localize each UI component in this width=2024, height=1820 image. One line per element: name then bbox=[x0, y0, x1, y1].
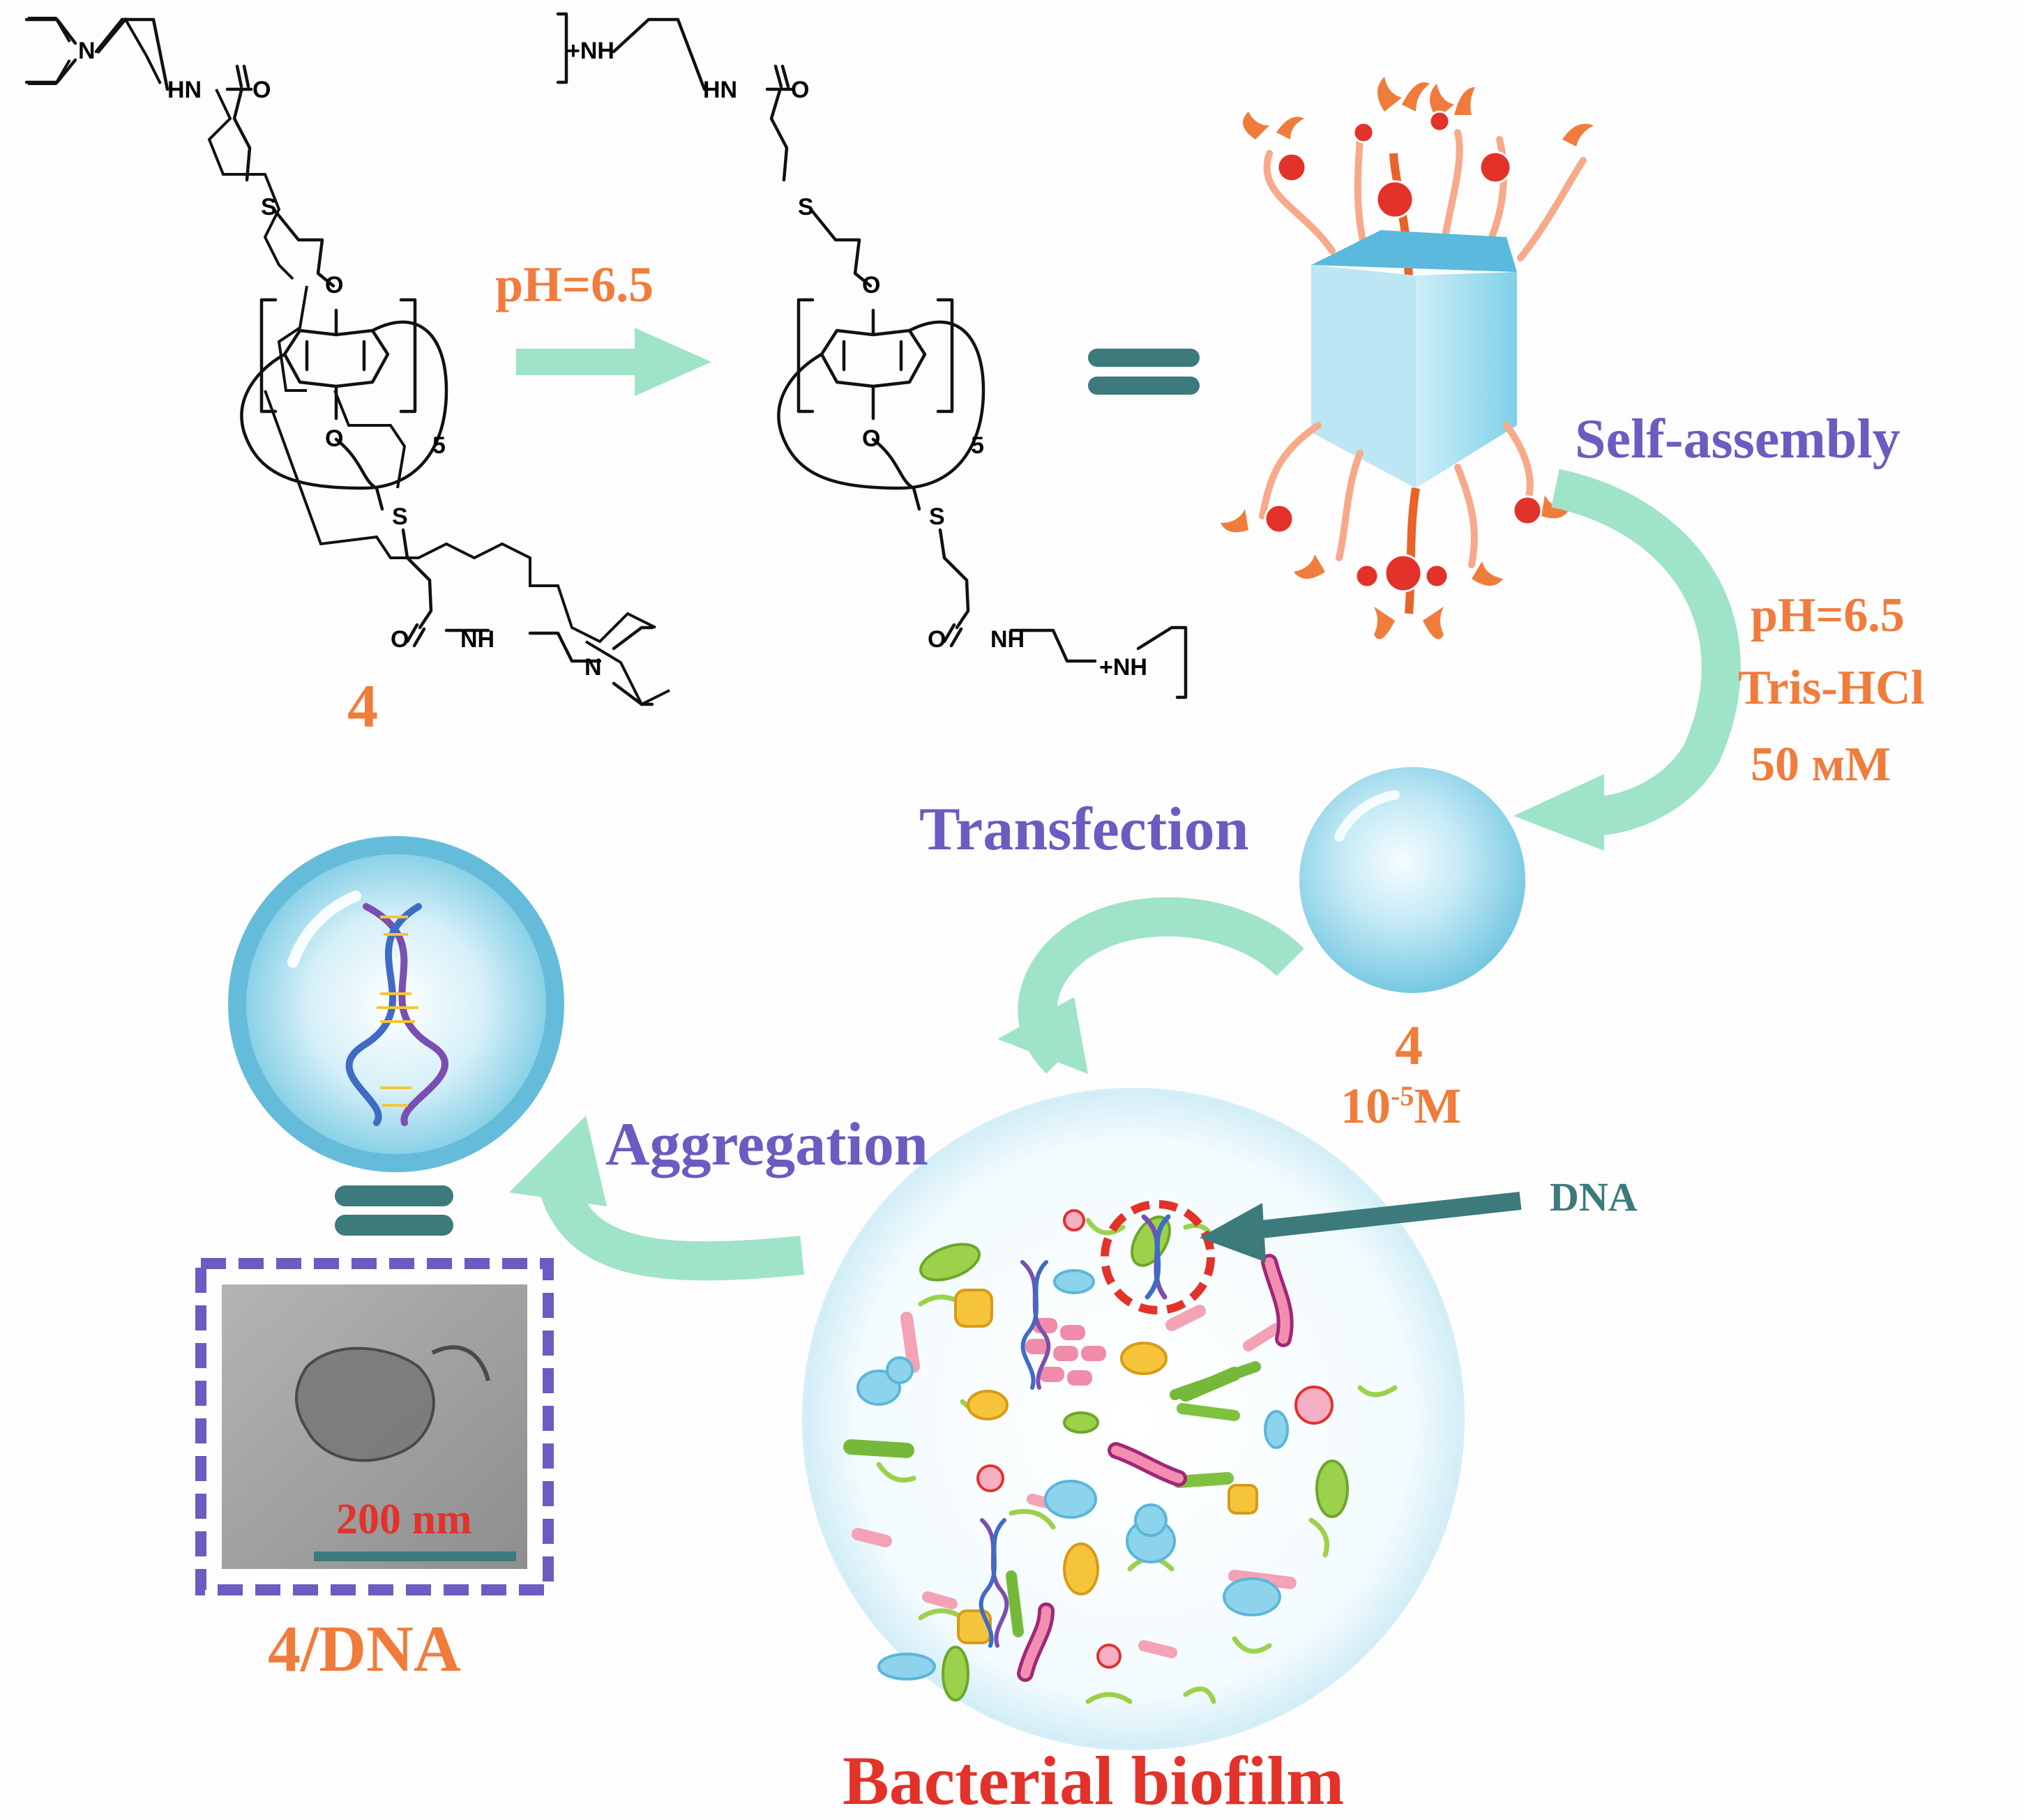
atom-n-2: N bbox=[584, 654, 602, 681]
biofilm-label: Bacterial biofilm bbox=[843, 1742, 1345, 1819]
molecule-neutral-structure bbox=[24, 17, 654, 706]
self-assembly-label: Self-assembly bbox=[1575, 409, 1901, 470]
concentration-base: 10 bbox=[1340, 1078, 1391, 1134]
tem-image bbox=[195, 1258, 554, 1595]
micelle-compound-label: 4 bbox=[1395, 1015, 1423, 1077]
atom-o-4: O bbox=[391, 626, 409, 653]
aggregation-label: Aggregation bbox=[605, 1111, 928, 1178]
dna-complex-sphere bbox=[228, 836, 564, 1172]
ph-condition-label: pH=6.5 bbox=[495, 257, 654, 312]
repeat-count-2: 5 bbox=[971, 432, 984, 459]
atom-o-6: O bbox=[862, 272, 880, 298]
tem-scale-bar-label: 200 nm bbox=[336, 1496, 472, 1543]
bacterial-biofilm bbox=[802, 1088, 1465, 1750]
condition-concentration: 50 мM bbox=[1751, 738, 1891, 791]
prism-assembly bbox=[1221, 77, 1594, 639]
atom-o-5: O bbox=[791, 77, 809, 103]
molecule-neutral bbox=[28, 17, 670, 706]
atom-n-1: N bbox=[78, 38, 96, 64]
arrow-self-assembly bbox=[1513, 469, 1741, 851]
atom-o-1: O bbox=[252, 77, 271, 103]
dna-label: DNA bbox=[1550, 1174, 1638, 1220]
atom-nh-plus-1: +NH bbox=[566, 38, 614, 64]
repeat-count-1: 5 bbox=[432, 432, 446, 459]
condition-ph: pH=6.5 bbox=[1751, 589, 1905, 642]
atom-nh-plus-2: +NH bbox=[1099, 654, 1147, 681]
atom-o-2: O bbox=[325, 272, 343, 298]
equals-sign-bottom bbox=[335, 1185, 453, 1236]
atom-hn-1: HN bbox=[167, 77, 202, 103]
compound-label-neutral: 4 bbox=[347, 673, 378, 741]
micelle-concentration: 10-5M bbox=[1340, 1081, 1461, 1131]
atom-o-7: O bbox=[862, 425, 880, 452]
molecule-protonated-structure bbox=[556, 12, 1188, 699]
arrow-protonation bbox=[516, 328, 711, 396]
atom-s-4: S bbox=[929, 503, 945, 530]
atom-s-3: S bbox=[798, 194, 814, 220]
condition-buffer: Tris-HCl bbox=[1738, 661, 1925, 715]
atom-o-3: O bbox=[325, 425, 343, 452]
concentration-exponent: -5 bbox=[1391, 1080, 1414, 1112]
atom-hn-2: HN bbox=[703, 77, 737, 103]
atom-nh-2: NH bbox=[990, 626, 1025, 653]
transfection-label: Transfection bbox=[919, 796, 1249, 863]
atom-s-2: S bbox=[392, 503, 408, 530]
atom-nh-1: NH bbox=[460, 626, 494, 653]
concentration-unit: M bbox=[1414, 1078, 1462, 1134]
micelle-sphere bbox=[1299, 767, 1525, 993]
complex-label: 4/DNA bbox=[268, 1613, 461, 1685]
equals-sign-top bbox=[1088, 349, 1200, 395]
dna-pointer-arrow bbox=[1200, 1192, 1522, 1262]
arrow-aggregation bbox=[509, 1116, 804, 1281]
atom-o-8: O bbox=[928, 626, 946, 653]
arrow-transfection bbox=[997, 897, 1304, 1074]
atom-s-1: S bbox=[261, 194, 277, 220]
